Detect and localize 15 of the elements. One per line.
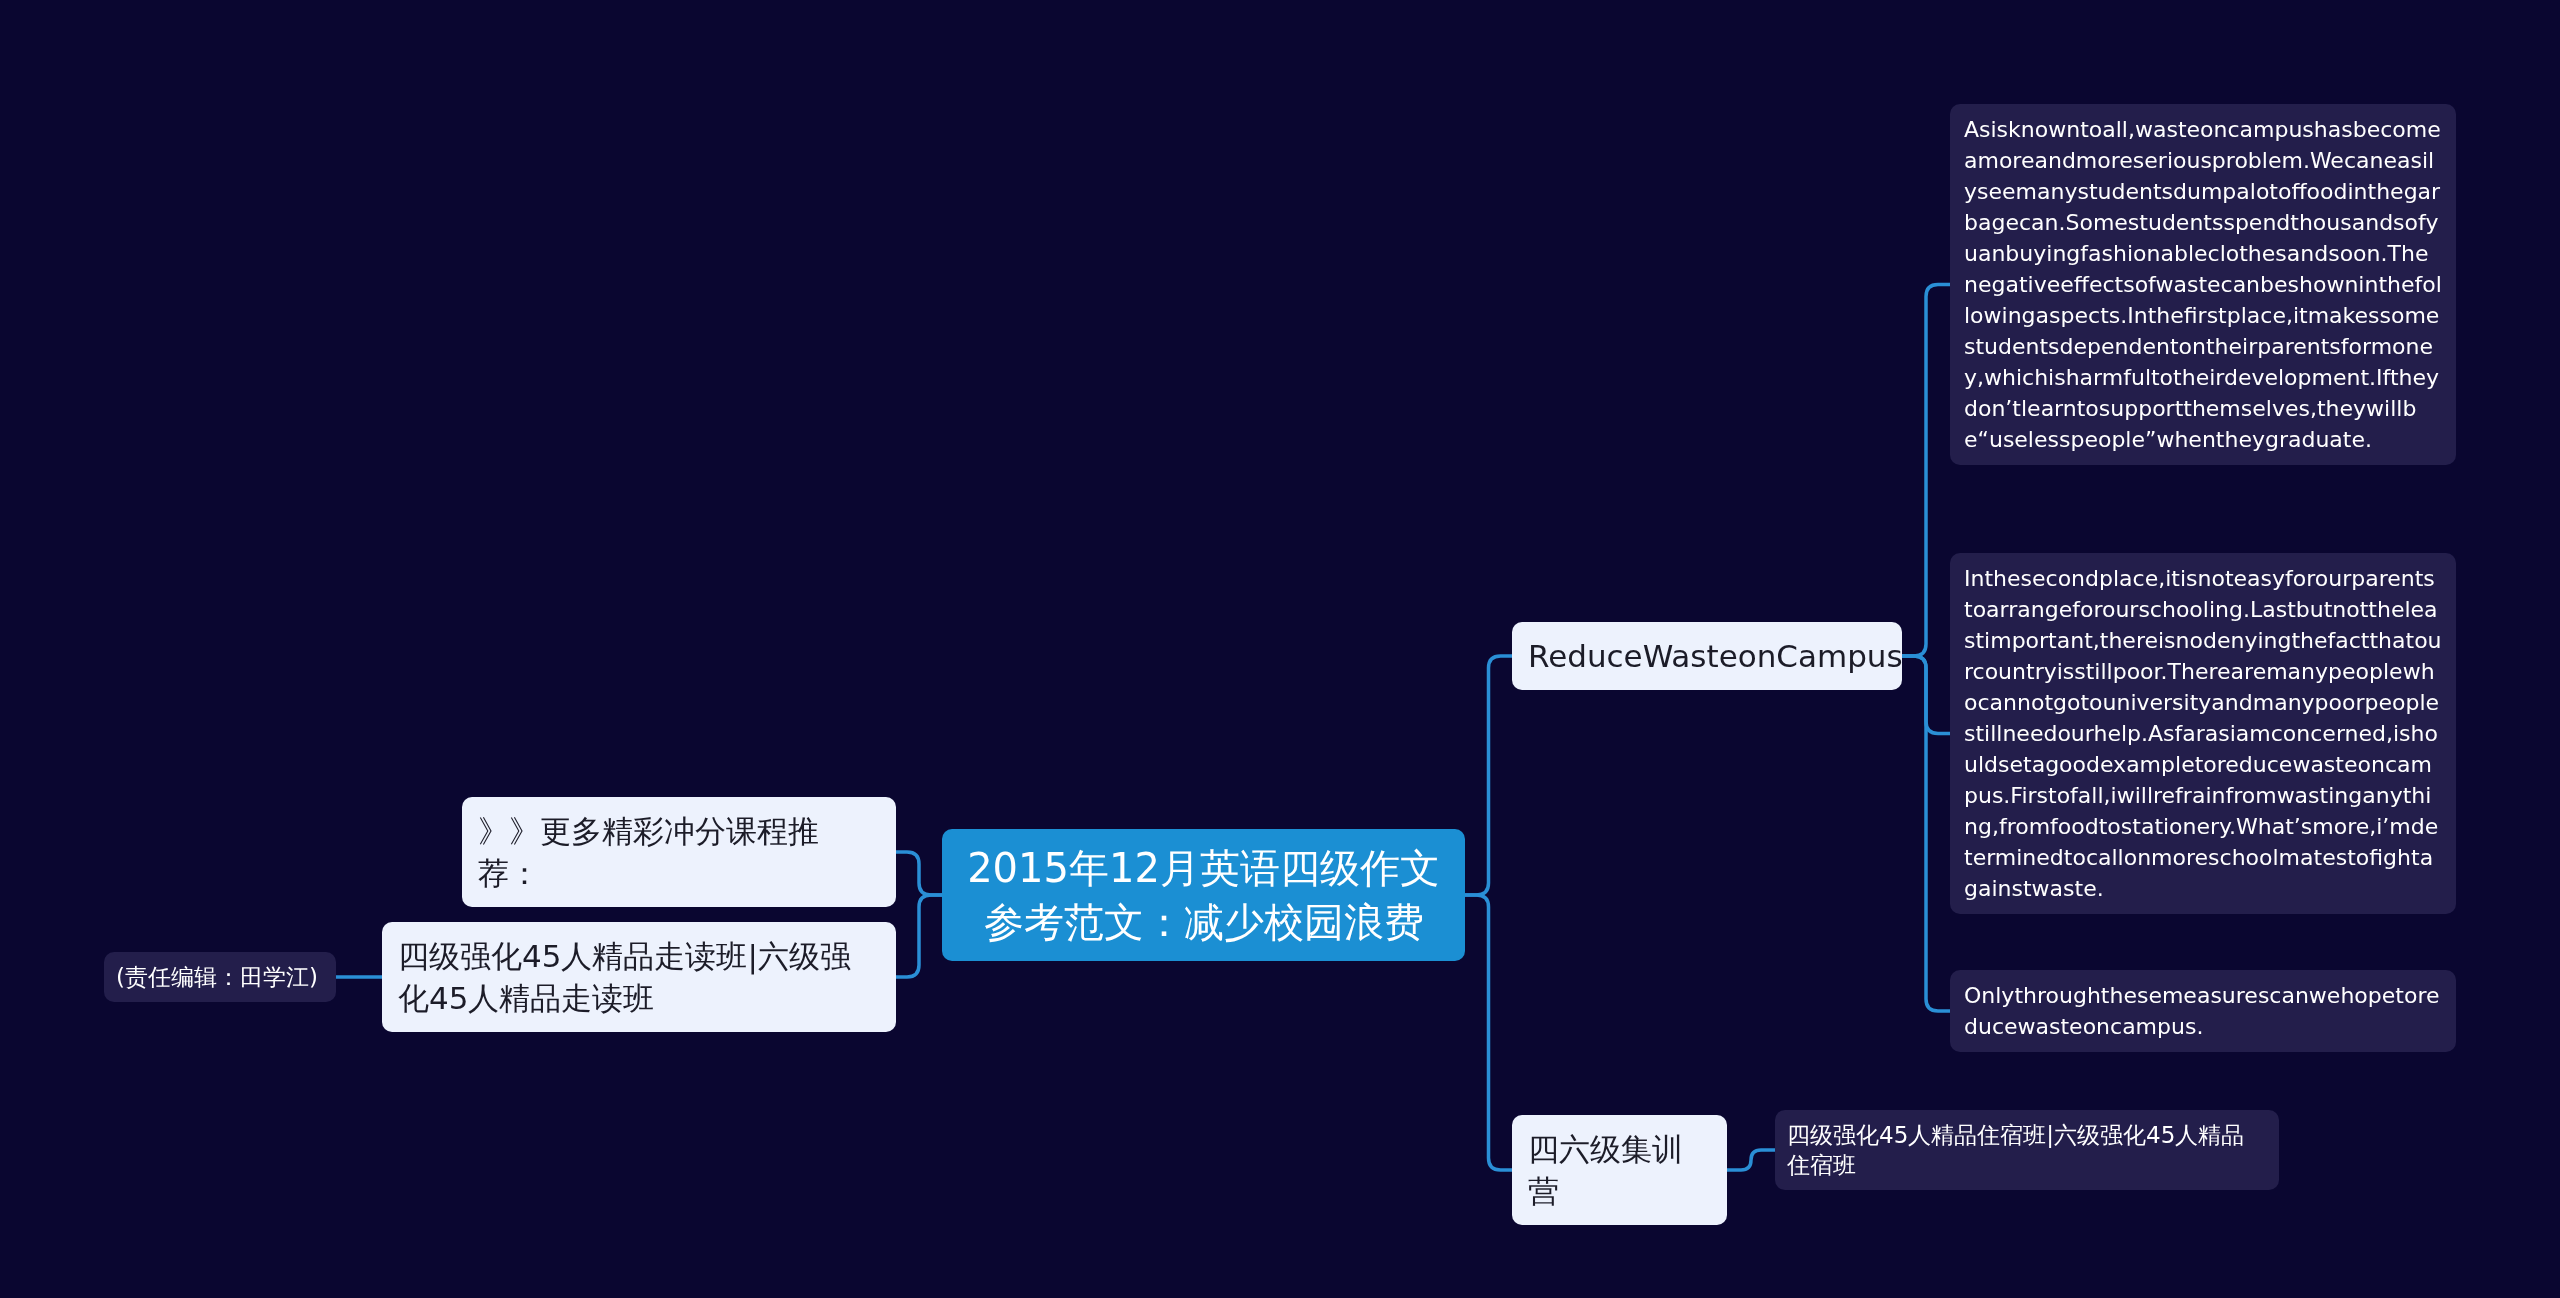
connector-line [1902, 654, 1950, 1013]
text-card: Onlythroughthesemeasurescanwehopetoreducewasteoncampus. [1950, 970, 2456, 1052]
connector-line [1727, 1148, 1775, 1172]
note-card: (责任编辑：田学江) [104, 952, 336, 1002]
text-card: Inthesecondplace,itisnoteasyforourparentstoarrangeforourschooling.Lastbutnottheleastimportant,thereisnodenyingthefactthatourcountryisstillpoor.Therearemanypeoplewhocannotgotouniversityandmanypoorpeoplestillneedourhelp.Asfarasiamconcerned,ishouldsetagoodexampletoreducewasteoncampus.Firstofall,iwillrefrainfromwastinganything,fromfoodtostationery.What’smore,i’mdeterminedtocallonmoreschoolmatestofightagainstwaste. [1950, 553, 2456, 914]
topic-box: ReduceWasteonCampus [1512, 622, 1902, 690]
connector-line [896, 893, 942, 979]
text-card: 四级强化45人精品住宿班|六级强化45人精品住宿班 [1775, 1110, 2279, 1190]
text-card: Asisknowntoall,wasteoncampushasbecomeamoreandmoreseriousproblem.Wecaneasilyseemanystudentsdumpalotoffoodinthegarbagecan.Somestudentsspendthousandsofyuanbuyingfashionableclothesandsoon.Thenegativeeffectsofwastecanbeshowninthefollowingaspects.Inthefirstplace,itmakessomestudentsdependentontheirparentsformoney,whichisharmfultotheirdevelopment.Iftheydon’tlearntosupportthemselves,theywillbe“uselesspeople”whentheygraduate. [1950, 104, 2456, 465]
topic-box: 四六级集训营 [1512, 1115, 1727, 1225]
connector-line [336, 975, 382, 979]
topic-box: 四级强化45人精品走读班|六级强化45人精品走读班 [382, 922, 896, 1032]
central-topic-box: 2015年12月英语四级作文参考范文：减少校园浪费 [942, 829, 1465, 961]
topic-box: 》》更多精彩冲分课程推荐： [462, 797, 896, 907]
connector-line [1465, 893, 1512, 1172]
